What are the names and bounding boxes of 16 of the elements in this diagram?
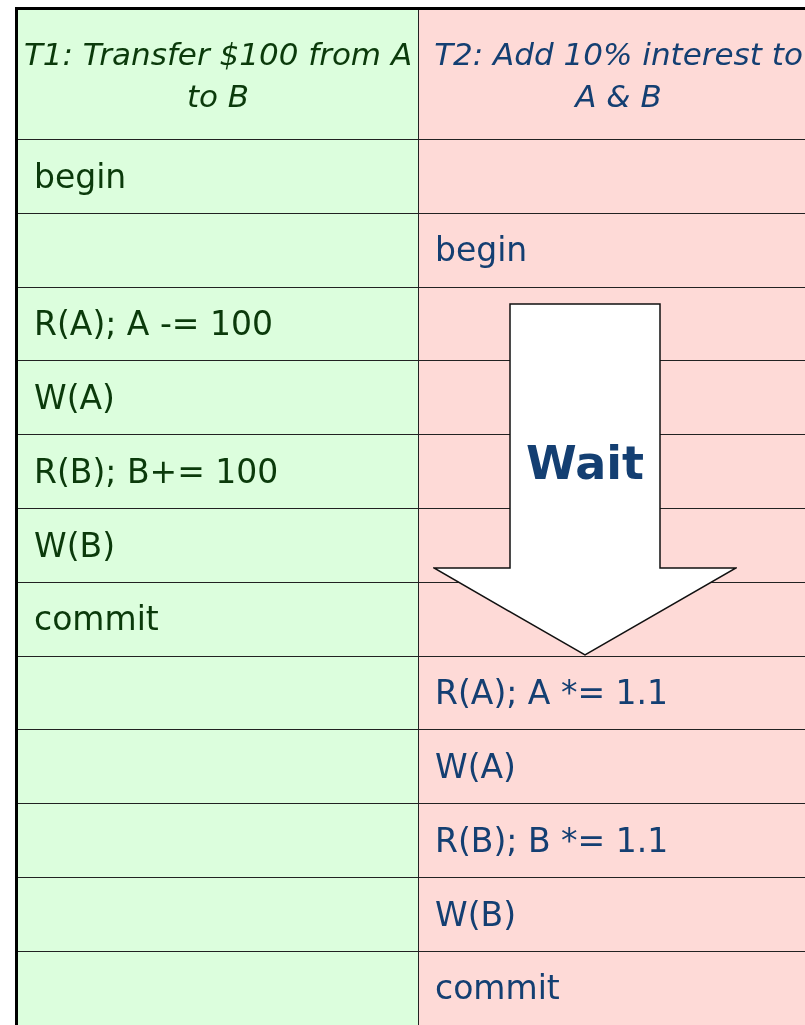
column-header: T1: Transfer $100 from A to B xyxy=(18,10,419,140)
table-cell: W(A) xyxy=(18,361,419,436)
table-cell: commit xyxy=(419,951,805,1025)
table-cell: R(A); A -= 100 xyxy=(18,287,419,362)
table-cell: W(B) xyxy=(18,509,419,583)
table-cell: R(B); B *= 1.1 xyxy=(419,804,805,878)
table-cell: R(B); B+= 100 xyxy=(18,435,419,509)
arrow-label: Wait xyxy=(525,435,645,491)
table-cell: begin xyxy=(18,140,419,214)
table-cell: R(A); A *= 1.1 xyxy=(419,656,805,731)
table-cell: begin xyxy=(419,213,805,288)
block-arrow xyxy=(433,303,737,656)
table-cell: W(B) xyxy=(419,878,805,952)
table-cell: W(A) xyxy=(419,730,805,805)
column-header: T2: Add 10% interest to A & B xyxy=(419,10,805,140)
table-cell: commit xyxy=(18,582,419,657)
